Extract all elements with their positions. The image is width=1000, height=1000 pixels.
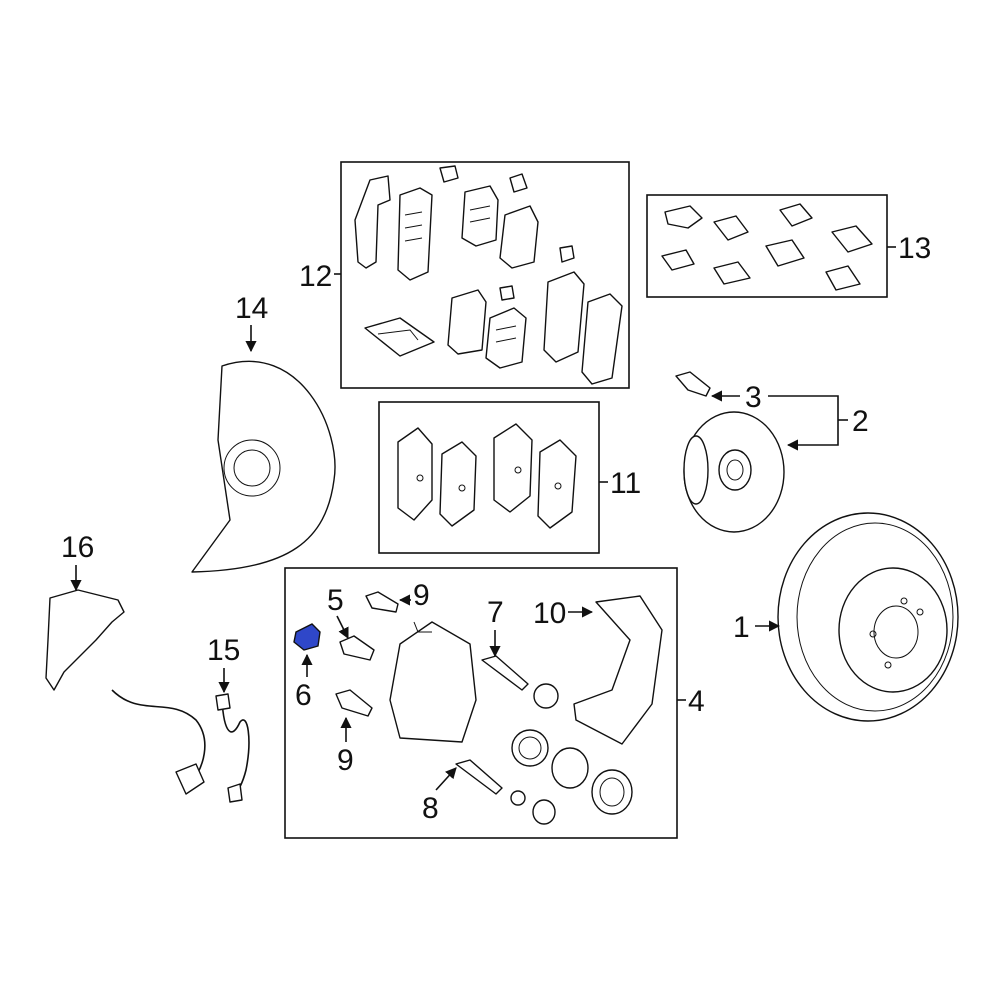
abs-sensor-head: [175, 763, 205, 795]
pad-shim-set: [354, 165, 623, 385]
pad-hardware-kit-frame: [340, 161, 630, 389]
pin-bushing: [510, 790, 526, 806]
piston-1: [551, 747, 589, 789]
pad-hardware-kit-group[interactable]: 12: [299, 161, 630, 389]
guide-pin-lower: [455, 759, 503, 795]
leader-8: [435, 767, 457, 791]
callout-5: 5: [327, 584, 344, 617]
guide-pin-upper: [481, 655, 529, 691]
bracket-2-3: [768, 395, 839, 451]
pin-boot-lower: [532, 799, 556, 825]
callout-1: 1: [733, 611, 750, 644]
bleeder-screw: [339, 635, 375, 661]
callout-16: 16: [61, 531, 94, 564]
piston-seal-1: [511, 729, 549, 767]
pin-boot-upper: [533, 683, 559, 709]
callout-8: 8: [422, 792, 439, 825]
brake-pad-set: [397, 423, 577, 529]
brake-pads-group[interactable]: 11: [378, 401, 641, 554]
splash-shield-bore: [223, 439, 281, 497]
caliper-housing: [389, 621, 477, 743]
callout-13: 13: [898, 232, 931, 265]
callout-2: 2: [852, 405, 869, 438]
bleeder-cap-highlighted[interactable]: [293, 623, 321, 651]
abs-sensor-bracket: [45, 589, 125, 691]
callout-15: 15: [207, 634, 240, 667]
hub-bolt: [675, 371, 711, 397]
hub-bearing-group[interactable]: 3 2: [675, 371, 869, 533]
clip-kit-frame: [646, 194, 888, 298]
caliper-bolt-lower: [335, 689, 373, 717]
piston-2: [591, 769, 633, 815]
abs-sensor-wire: [111, 689, 206, 785]
caliper-assembly-group[interactable]: 4 10 9 5 6 9 7 8: [284, 567, 705, 839]
callout-3: 3: [745, 381, 762, 414]
leader-5: [336, 615, 349, 640]
clip-kit-group[interactable]: 13: [646, 194, 931, 298]
callout-12: 12: [299, 260, 332, 293]
brake-pads-frame: [378, 401, 600, 554]
callout-9-upper: 9: [413, 579, 430, 612]
clip-set: [661, 203, 873, 291]
caliper-bracket: [573, 595, 663, 745]
callout-11: 11: [610, 467, 641, 500]
caliper-bolt-upper: [365, 591, 399, 613]
callout-4: 4: [688, 685, 705, 718]
brake-hose-group[interactable]: 15: [207, 634, 250, 803]
caliper-assembly-frame: [284, 567, 678, 839]
brake-hose-fitting: [215, 693, 231, 711]
callout-6: 6: [295, 679, 312, 712]
abs-sensor-group[interactable]: 16: [45, 531, 206, 795]
callout-9-lower: 9: [337, 744, 354, 777]
splash-shield: [191, 360, 336, 573]
callout-7: 7: [487, 596, 504, 629]
callout-14: 14: [235, 292, 268, 325]
splash-shield-group[interactable]: 14: [191, 292, 336, 573]
brake-rotor-group[interactable]: 1: [733, 512, 959, 722]
callout-10: 10: [533, 597, 566, 630]
brake-hose: [221, 699, 250, 799]
